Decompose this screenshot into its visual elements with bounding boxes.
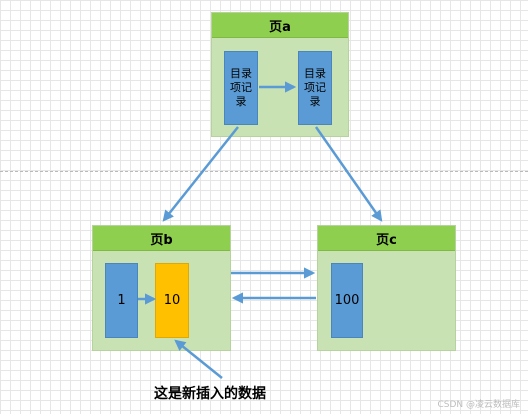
page-c: 页c 100 (317, 225, 456, 351)
page-b-record-new-label: 10 (163, 292, 181, 308)
page-b-record-new: 10 (155, 263, 189, 338)
divider-line (0, 171, 528, 172)
page-b: 页b 1 10 (92, 225, 231, 351)
new-data-caption: 这是新插入的数据 (154, 386, 266, 402)
arrow-a-to-c (314, 126, 383, 222)
page-c-record-1: 100 (331, 263, 363, 338)
page-a-record-1-label: 目录 项记 录 (230, 67, 252, 108)
page-a: 页a 目录 项记 录 目录 项记 录 (211, 12, 349, 137)
page-b-record-1: 1 (105, 263, 138, 338)
page-b-record-1-label: 1 (117, 292, 126, 308)
arrow-a-to-b (162, 126, 239, 222)
page-a-record-2: 目录 项记 录 (298, 51, 332, 125)
watermark: CSDN @凌云数据库 (437, 400, 520, 410)
page-a-header: 页a (212, 13, 348, 38)
page-b-header: 页b (93, 226, 230, 251)
page-a-record-1: 目录 项记 录 (224, 51, 258, 125)
page-c-header: 页c (318, 226, 455, 251)
page-c-record-1-label: 100 (334, 292, 360, 308)
arrow-caption-to-new (174, 339, 223, 379)
page-a-record-2-label: 目录 项记 录 (304, 67, 326, 108)
